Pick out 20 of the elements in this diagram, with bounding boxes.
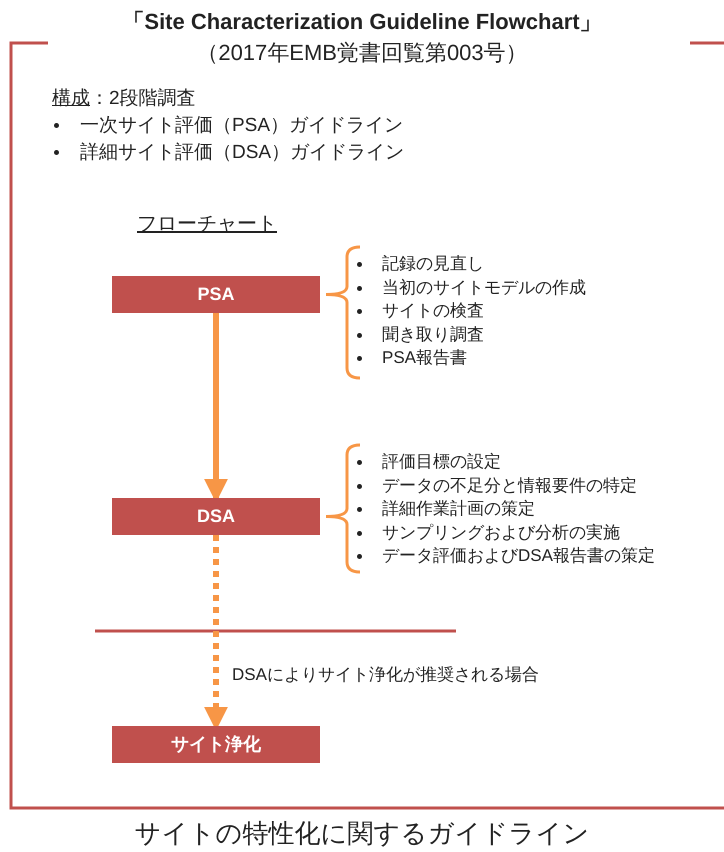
process-box: DSA — [112, 498, 320, 535]
bullet-item: 詳細サイト評価（DSA）ガイドライン — [52, 140, 404, 166]
bullet-item: 詳細作業計画の策定 — [356, 497, 655, 520]
bullet-item: 一次サイト評価（PSA）ガイドライン — [52, 113, 404, 139]
process-box: PSA — [112, 276, 320, 313]
intro-text: ：2段階調査 — [90, 87, 196, 111]
subtitle: （2017年EMB覚書回覧第003号） — [195, 40, 529, 66]
title: 「Site Characterization Guideline Flowchart」 — [121, 8, 603, 36]
bullet-item: 聞き取り調査 — [356, 322, 586, 346]
caption: サイトの特性化に関するガイドライン — [134, 818, 590, 850]
bullet-item: サイトの検査 — [356, 299, 586, 322]
bullet-item: PSA報告書 — [356, 346, 586, 370]
bullet-item: 記録の見直し — [356, 252, 586, 276]
bullet-item: データ評価およびDSA報告書の策定 — [356, 544, 655, 568]
process-box: サイト浄化 — [112, 726, 320, 763]
bullet-item: 当初のサイトモデルの作成 — [356, 276, 586, 299]
bullet-item: データの不足分と情報要件の特定 — [356, 474, 655, 497]
bullet-item: 評価目標の設定 — [356, 450, 655, 474]
intro-text: 構成 — [52, 87, 90, 111]
bullet-item: サンプリングおよび分析の実施 — [356, 520, 655, 544]
